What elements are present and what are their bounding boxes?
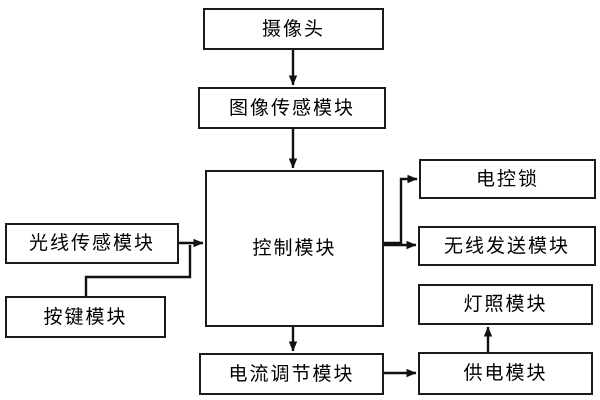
node-current-regulation: 电流调节模块: [199, 353, 384, 395]
node-wireless-transmit-label: 无线发送模块: [443, 235, 570, 257]
node-wireless-transmit: 无线发送模块: [418, 226, 596, 266]
node-control-module: 控制模块: [205, 170, 384, 327]
node-power-supply: 供电模块: [418, 352, 593, 395]
node-lamp-module: 灯照模块: [418, 284, 593, 325]
node-image-sensor-label: 图像传感模块: [228, 97, 355, 119]
edge-control-to-lock: [384, 174, 418, 245]
node-power-supply-label: 供电模块: [463, 363, 548, 384]
node-button-module: 按键模块: [5, 296, 166, 338]
node-lamp-module-label: 灯照模块: [463, 294, 548, 315]
node-light-sensor-label: 光线传感模块: [28, 233, 155, 254]
node-light-sensor: 光线传感模块: [5, 223, 179, 264]
edge-button-to-control: [84, 245, 192, 296]
node-current-regulation-label: 电流调节模块: [228, 363, 355, 385]
node-button-module-label: 按键模块: [43, 306, 128, 328]
node-electric-lock: 电控锁: [419, 159, 596, 199]
node-control-module-label: 控制模块: [252, 238, 337, 259]
node-electric-lock-label: 电控锁: [475, 168, 539, 190]
node-camera: 摄像头: [203, 8, 384, 50]
node-camera-label: 摄像头: [261, 18, 325, 40]
node-image-sensor: 图像传感模块: [198, 87, 386, 129]
